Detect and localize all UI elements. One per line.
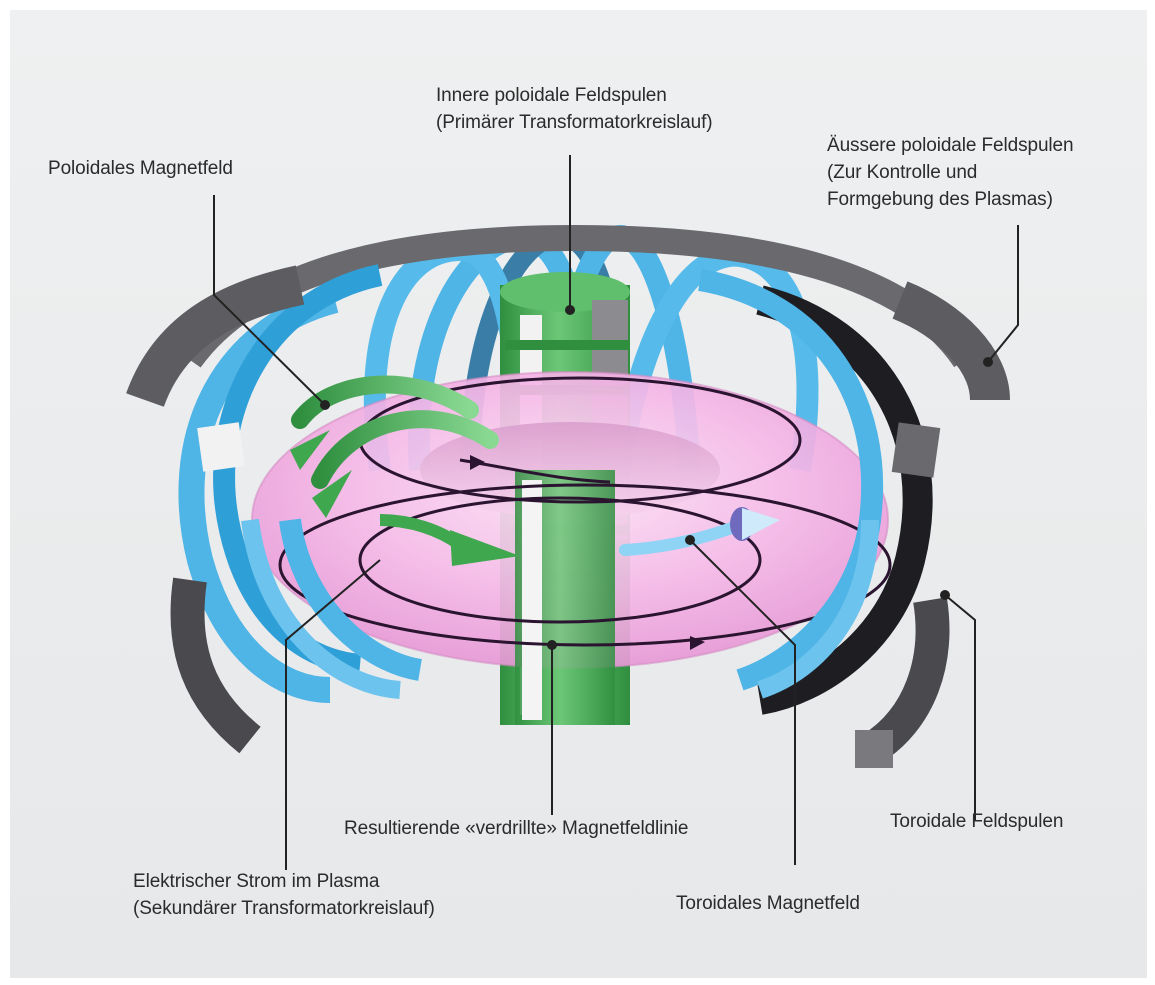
label-line: Innere poloidale Feldspulen [436,82,712,109]
label-outer-poloidal-coils: Äussere poloidale Feldspulen (Zur Kontro… [827,132,1073,213]
label-line: Toroidale Feldspulen [890,808,1063,835]
label-line: Elektrischer Strom im Plasma [133,868,435,895]
label-line: Poloidales Magnetfeld [48,155,233,182]
label-toroidal-field: Toroidales Magnetfeld [676,890,860,917]
label-inner-poloidal-coils: Innere poloidale Feldspulen (Primärer Tr… [436,82,712,136]
label-line: (Sekundärer Transformatorkreislauf) [133,895,435,922]
label-line: Formgebung des Plasmas) [827,186,1073,213]
label-line: Toroidales Magnetfeld [676,890,860,917]
label-line: Resultierende «verdrillte» Magnetfeldlin… [344,815,688,842]
label-line: (Zur Kontrolle und [827,159,1073,186]
label-line: Äussere poloidale Feldspulen [827,132,1073,159]
label-line: (Primärer Transformatorkreislauf) [436,109,712,136]
label-plasma-current: Elektrischer Strom im Plasma (Sekundärer… [133,868,435,922]
label-poloidal-field: Poloidales Magnetfeld [48,155,233,182]
label-toroidal-coils: Toroidale Feldspulen [890,808,1063,835]
central-solenoid-front [515,470,615,725]
label-resulting-field-line: Resultierende «verdrillte» Magnetfeldlin… [344,815,688,842]
